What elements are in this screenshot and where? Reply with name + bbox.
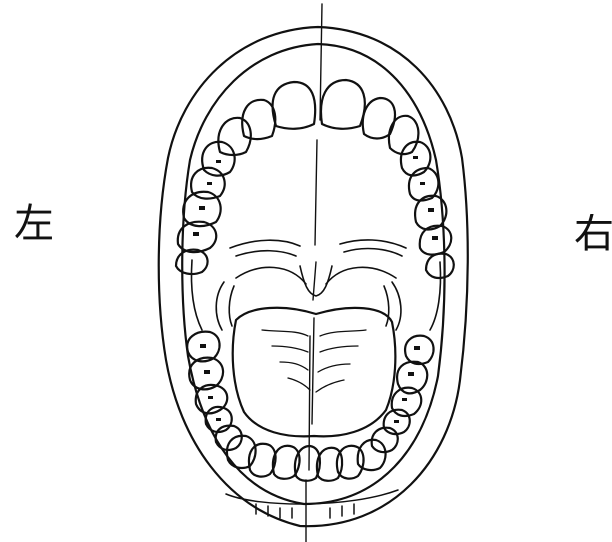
occlusal-mark [394,420,399,423]
palate-ridge [340,240,406,248]
cheek-fold-left [216,282,224,330]
occlusal-mark [420,182,425,185]
cheek-fold-right [392,282,401,330]
occlusal-mark [408,372,414,376]
tongue-fissure [288,378,310,390]
tongue-median-sulcus [312,318,314,424]
palate-ridge [236,251,296,256]
occlusal-mark [428,208,434,212]
occlusal-mark [432,236,438,240]
tongue-fissure [316,380,344,392]
occlusal-mark [207,182,212,185]
palate-ridge [230,240,300,248]
tongue [233,308,396,437]
occlusal-mark [216,418,221,421]
soft-palate-right [326,267,396,284]
tongue-fissure [320,330,366,336]
tongue-fissure [272,346,308,352]
tongue-fissure [320,346,358,352]
palate [230,240,406,296]
upper-teeth [176,80,454,278]
cheek-fold-left-inner [229,286,234,326]
occlusal-mark [402,398,407,401]
occlusal-mark [208,396,213,399]
upper-lateral-incisor-left [242,100,275,139]
upper-gum-line-left [191,260,202,330]
tongue-fissure [262,330,308,336]
outer-lip-contour [159,27,468,526]
upper-molar-right-2 [420,226,452,255]
tongue-fissure [318,364,350,372]
soft-palate-left [236,267,306,284]
upper-central-incisor-left [273,82,316,129]
occlusal-mark [216,160,221,163]
occlusal-mark [413,156,418,159]
upper-gum-line-right [430,262,441,330]
occlusal-mark [204,370,210,374]
occlusal-mark [199,206,205,210]
occlusal-mark [200,344,206,348]
lower-gum-line [226,490,398,504]
occlusal-mark [414,346,420,350]
palate-ridge [344,249,402,256]
cheek-fold-right-inner [384,286,389,326]
tongue-fissure [280,362,308,370]
upper-central-incisor-right [321,80,365,129]
occlusal-mark [193,232,199,236]
